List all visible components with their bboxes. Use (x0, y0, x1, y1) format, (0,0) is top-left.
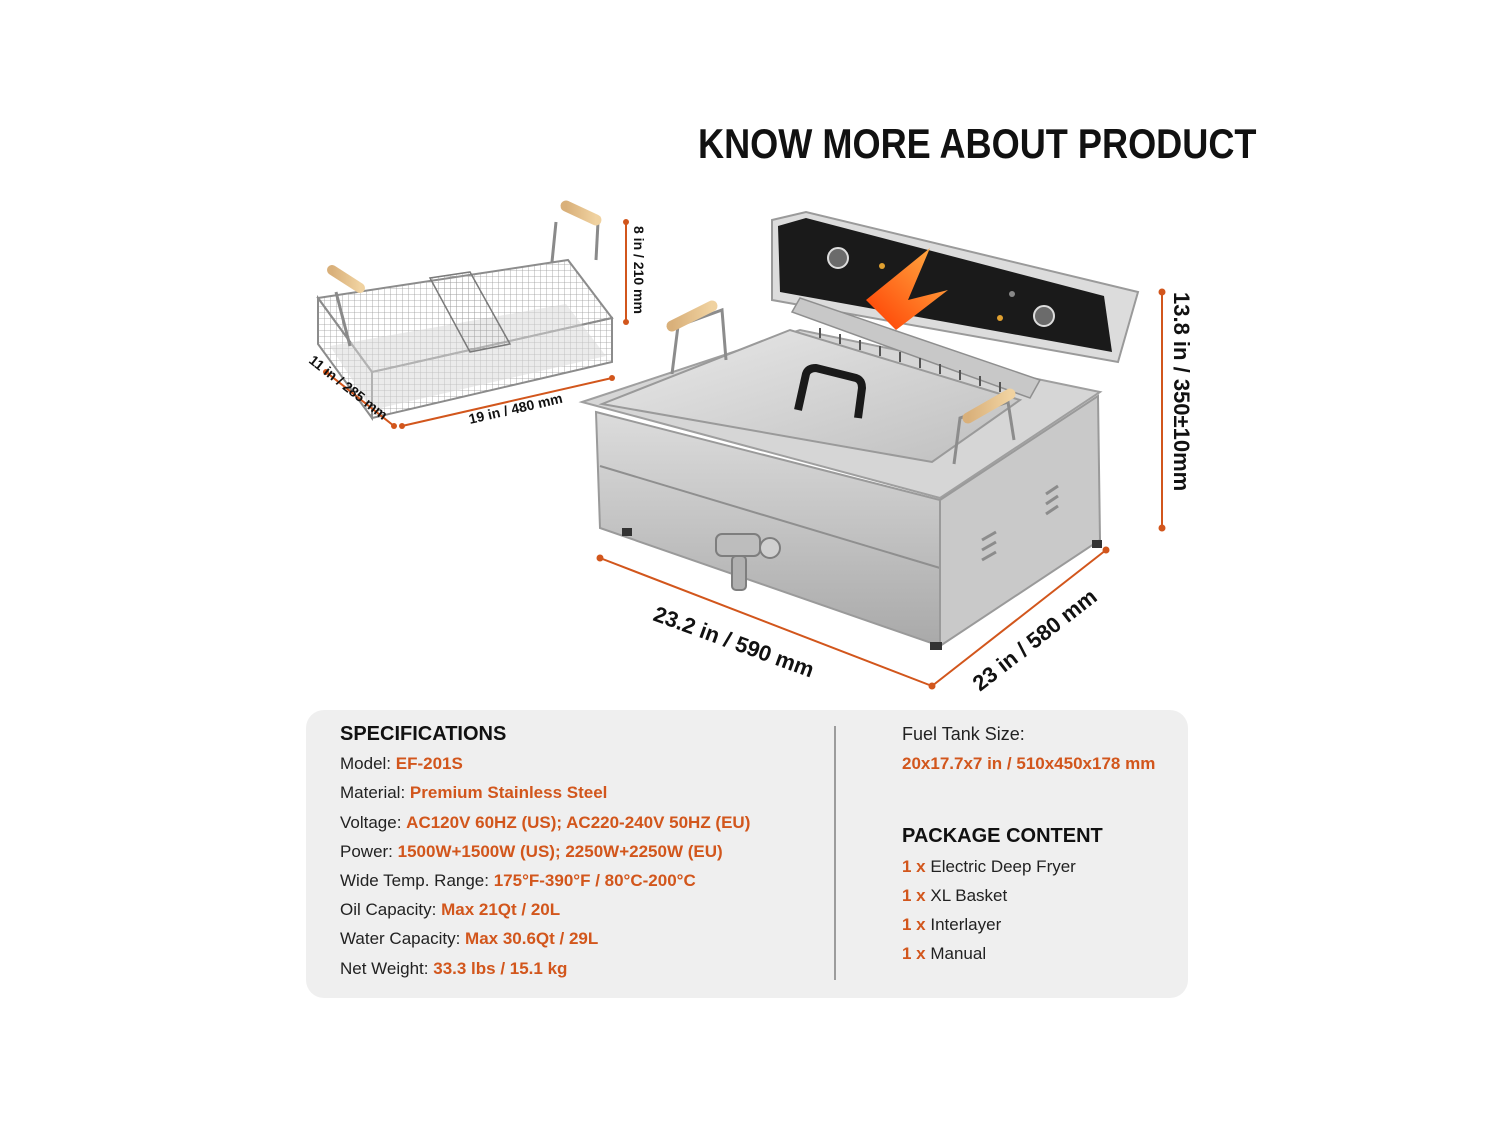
spec-row-net-weight: Net Weight: 33.3 lbs / 15.1 kg (340, 958, 568, 978)
fuel-tank-value: 20x17.7x7 in / 510x450x178 mm (902, 754, 1156, 774)
spec-row-oil-capacity: Oil Capacity: Max 21Qt / 20L (340, 900, 561, 920)
basket-handle-left (327, 265, 365, 293)
basket-height-label: 8 in / 210 mm (631, 226, 647, 314)
flame-graphic (866, 248, 948, 330)
package-item: 1 x Interlayer (902, 915, 1002, 935)
spec-row-model: Model: EF-201S (340, 754, 463, 774)
panel-divider (834, 726, 836, 980)
drain-valve-icon (715, 533, 781, 591)
specifications-heading: SPECIFICATIONS (340, 723, 507, 745)
spec-row-water-capacity: Water Capacity: Max 30.6Qt / 29L (340, 929, 599, 949)
spec-row-temp-range: Wide Temp. Range: 175°F-390°F / 80°C-200… (340, 871, 696, 891)
fuel-tank-label: Fuel Tank Size: (902, 724, 1025, 744)
spec-row-power: Power: 1500W+1500W (US); 2250W+2250W (EU… (340, 841, 723, 861)
package-item: 1 x Manual (902, 944, 987, 964)
lid-handle (794, 364, 866, 419)
specifications-panel (306, 710, 1188, 998)
fryer-basket-handle-right (962, 388, 1016, 424)
product-illustration: 8 in / 210 mm 11 in / 285 mm 19 in / 480… (306, 200, 1194, 696)
fryer-basket-handle-left (666, 300, 718, 332)
thermostat-knob-right (1033, 305, 1055, 327)
indicator-light-left (879, 263, 885, 269)
fryer-height-label: 13.8 in / 350±10mm (1169, 292, 1194, 491)
fryer-width-label: 23.2 in / 590 mm (650, 601, 817, 682)
package-heading: PACKAGE CONTENT (902, 825, 1103, 848)
thermostat-knob-left (827, 247, 849, 269)
deep-fryer (578, 210, 1140, 650)
fryer-lid (598, 328, 1023, 464)
package-item: 1 x Electric Deep Fryer (902, 856, 1076, 876)
basket-handle-right (560, 200, 602, 226)
fryer-dimension-lines (596, 288, 1166, 690)
control-panel (778, 218, 1112, 352)
reset-button (1009, 291, 1015, 297)
interlayer-divider (428, 271, 512, 353)
specifications-list: SPECIFICATIONS Model: EF-201S Material: … (340, 720, 830, 983)
spec-row-material: Material: Premium Stainless Steel (340, 783, 608, 803)
basket-dimension-lines (323, 219, 629, 429)
package-item: 1 x XL Basket (902, 885, 1008, 905)
basket-length-label: 19 in / 480 mm (467, 390, 564, 427)
spec-row-voltage: Voltage: AC120V 60HZ (US); AC220-240V 50… (340, 812, 751, 832)
fryer-basket (316, 200, 614, 422)
indicator-light-right (997, 315, 1003, 321)
package-column: Fuel Tank Size: 20x17.7x7 in / 510x450x1… (902, 720, 1182, 968)
